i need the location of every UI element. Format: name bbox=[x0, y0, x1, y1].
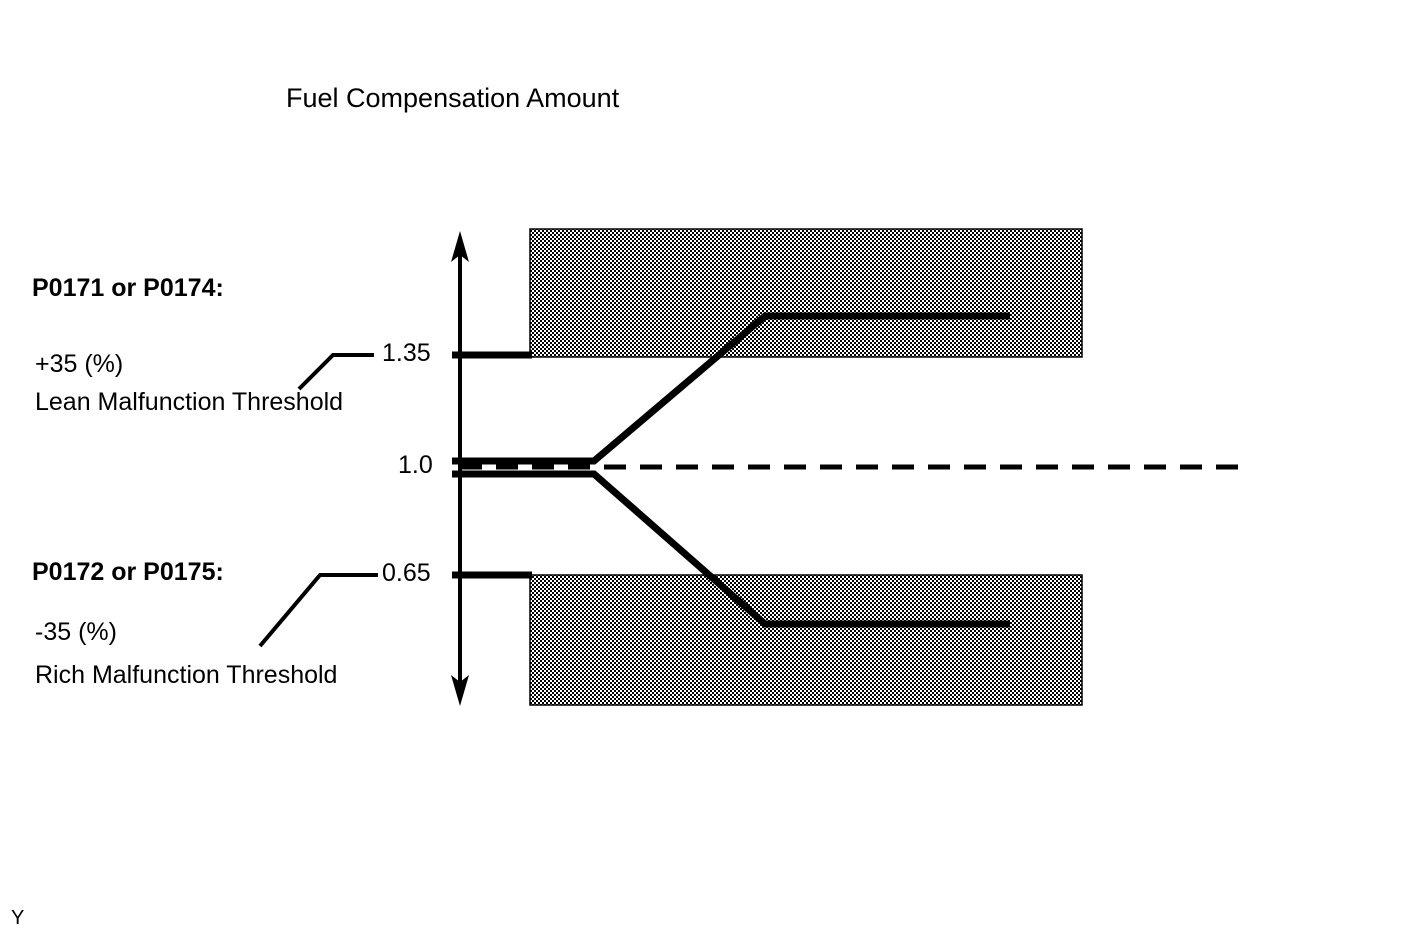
y-axis-arrow-up-icon bbox=[451, 231, 469, 262]
y-tick-label-1-0: 1.0 bbox=[398, 451, 433, 479]
lean-malfunction-band bbox=[529, 228, 1083, 358]
rich-percent-label: -35 (%) bbox=[35, 618, 117, 646]
lean-percent-label: +35 (%) bbox=[35, 350, 124, 378]
y-tick-label-0-65: 0.65 bbox=[382, 559, 431, 587]
rich-leader-line bbox=[258, 573, 378, 648]
y-axis-arrow-down-icon bbox=[451, 675, 469, 706]
rich-dtc-codes: P0172 or P0175: bbox=[32, 558, 224, 586]
lean-compensation-trace bbox=[452, 312, 1010, 465]
lean-threshold-description: Lean Malfunction Threshold bbox=[35, 388, 344, 416]
rich-threshold-description: Rich Malfunction Threshold bbox=[35, 661, 338, 689]
y-tick-label-1-35: 1.35 bbox=[382, 339, 431, 367]
page-title: Fuel Compensation Amount bbox=[286, 83, 620, 113]
lean-leader-line bbox=[297, 353, 374, 391]
rich-compensation-trace bbox=[452, 470, 1010, 628]
rich-malfunction-band bbox=[529, 574, 1083, 706]
lean-dtc-codes: P0171 or P0174: bbox=[32, 274, 224, 302]
corner-mark: Y bbox=[11, 907, 25, 929]
